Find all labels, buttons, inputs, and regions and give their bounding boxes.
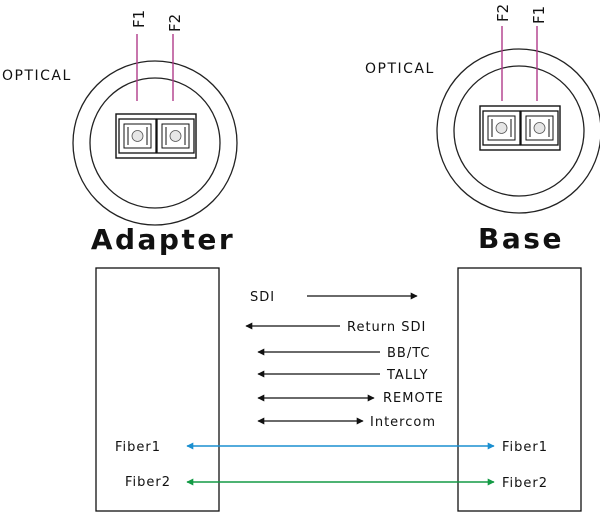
signal-sdi: SDI bbox=[250, 290, 418, 305]
right-connector: OPTICAL F2 F1 Base bbox=[365, 4, 600, 255]
signal-bb-tc: BB/TC bbox=[257, 346, 430, 361]
base-fiber2-label: Fiber2 bbox=[502, 476, 548, 491]
right-optical-label: OPTICAL bbox=[365, 61, 435, 77]
signal-intercom: Intercom bbox=[257, 415, 436, 430]
right-connector-inner-ring bbox=[453, 65, 585, 197]
right-lc-port-2 bbox=[520, 110, 559, 146]
signal-label: TALLY bbox=[386, 368, 429, 383]
signal-label: Intercom bbox=[370, 415, 436, 430]
left-lc-port-1 bbox=[118, 118, 157, 154]
left-connector-inner-ring bbox=[89, 77, 221, 209]
adapter-box bbox=[95, 267, 220, 512]
signal-tally: TALLY bbox=[257, 368, 429, 383]
left-optical-label: OPTICAL bbox=[2, 68, 72, 84]
base-fiber1-label: Fiber1 bbox=[502, 440, 548, 455]
base-box bbox=[457, 267, 582, 512]
right-f1-label: F1 bbox=[530, 6, 548, 24]
base-title: Base bbox=[478, 222, 564, 255]
signal-remote: REMOTE bbox=[257, 391, 444, 406]
left-connector-outer-ring bbox=[72, 60, 238, 226]
signal-label: Return SDI bbox=[347, 320, 426, 335]
fiber-1-link: Fiber1 Fiber1 bbox=[115, 440, 548, 455]
right-connector-outer-ring bbox=[436, 48, 600, 214]
adapter-fiber2-label: Fiber2 bbox=[125, 475, 171, 490]
signal-label: REMOTE bbox=[383, 391, 444, 406]
adapter-title: Adapter bbox=[91, 223, 235, 256]
adapter-fiber1-label: Fiber1 bbox=[115, 440, 161, 455]
right-f2-label: F2 bbox=[494, 4, 512, 22]
right-lc-port-1 bbox=[482, 110, 521, 146]
left-f1-label: F1 bbox=[130, 10, 148, 28]
signal-return-sdi: Return SDI bbox=[245, 320, 426, 335]
signal-label: BB/TC bbox=[387, 346, 430, 361]
signal-label: SDI bbox=[250, 290, 275, 305]
left-f2-label: F2 bbox=[166, 14, 184, 32]
left-connector: OPTICAL F1 F2 Adapter bbox=[2, 10, 238, 256]
fiber-2-link: Fiber2 Fiber2 bbox=[125, 475, 548, 491]
left-lc-port-2 bbox=[156, 118, 195, 154]
